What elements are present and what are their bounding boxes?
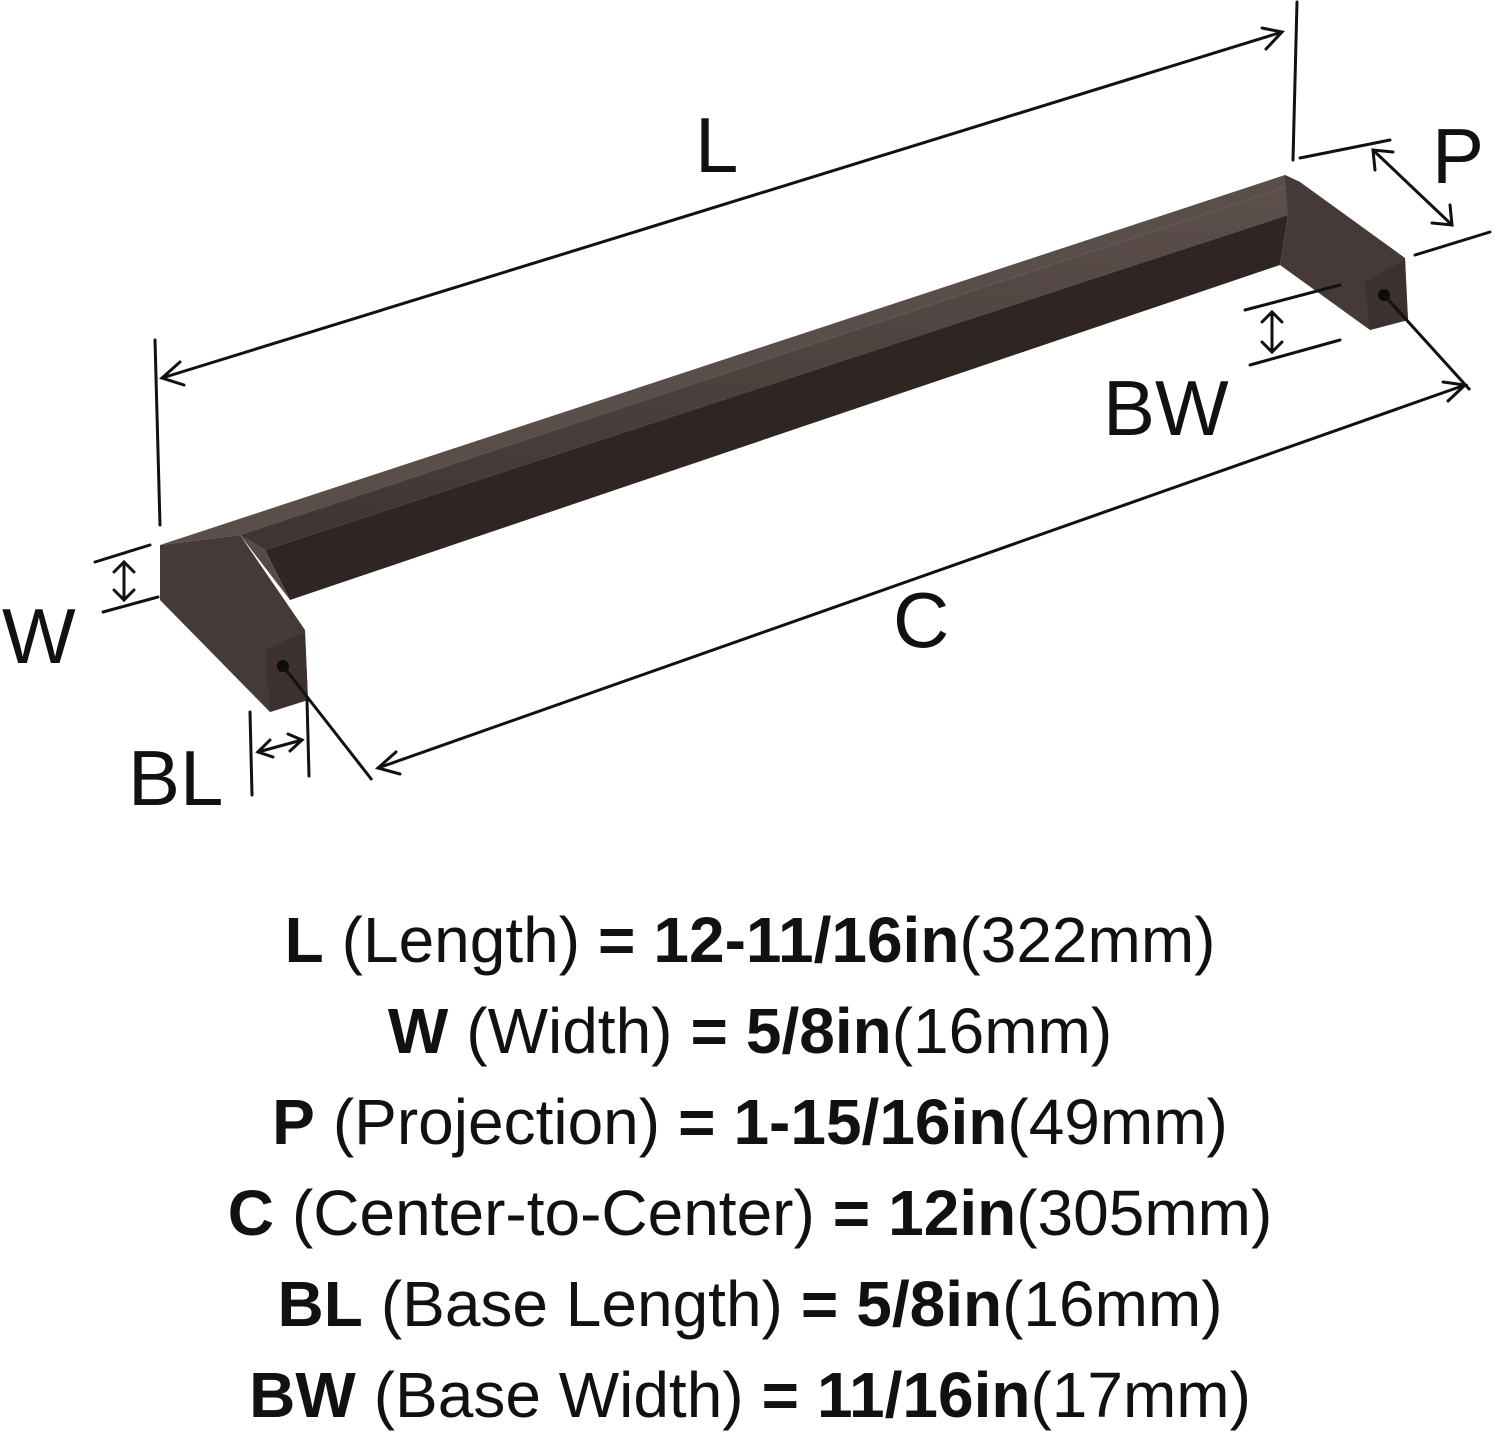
spec-name: (Projection) — [332, 1086, 661, 1158]
handle-top-face — [160, 175, 1300, 545]
bl-extension-left — [248, 710, 254, 797]
bl-arrow-left — [255, 738, 275, 759]
pull-handle-dimension-diagram: L P BW W C BL — [2, 0, 1492, 822]
spec-row-projection: P(Projection)=1-15/16in(49mm) — [0, 1077, 1500, 1168]
w-extension-top — [93, 543, 152, 564]
spec-imperial: 12in — [888, 1177, 1017, 1249]
spec-code: W — [387, 995, 449, 1067]
spec-name: (Length) — [341, 904, 581, 976]
dimension-spec-list: L(Length)=12-11/16in(322mm) W(Width)=5/8… — [0, 895, 1500, 1441]
p-extension-top — [1298, 138, 1392, 160]
pull-handle — [160, 175, 1472, 781]
bl-extension-right — [305, 698, 311, 778]
l-arrow-left — [159, 360, 186, 387]
label-bl: BL — [128, 734, 223, 822]
spec-name: (Center-to-Center) — [291, 1177, 815, 1249]
spec-equals: = — [690, 995, 728, 1067]
bl-dimension-line — [256, 738, 304, 754]
p-arrow-top — [1371, 148, 1395, 172]
dimension-lines — [93, 0, 1492, 797]
spec-metric: (49mm) — [1007, 1086, 1228, 1158]
p-extension-bottom — [1413, 230, 1492, 257]
c-arrow-left — [374, 750, 402, 776]
spec-equals: = — [598, 904, 636, 976]
spec-metric: (17mm) — [1030, 1359, 1251, 1431]
p-arrow-bottom — [1430, 203, 1454, 227]
spec-metric: (16mm) — [1002, 1268, 1223, 1340]
bw-extension-bottom — [1248, 338, 1342, 367]
spec-code: L — [284, 904, 324, 976]
bw-arrow-top — [1260, 309, 1284, 324]
spec-metric: (305mm) — [1016, 1177, 1273, 1249]
spec-row-base-width: BW(Base Width)=11/16in(17mm) — [0, 1350, 1500, 1441]
spec-imperial: 12-11/16in — [653, 904, 960, 976]
left-screw-axis — [281, 665, 374, 781]
w-arrow-top — [112, 559, 136, 574]
spec-imperial: 1-15/16in — [733, 1086, 1008, 1158]
spec-metric: (16mm) — [891, 995, 1113, 1067]
label-l: L — [695, 101, 738, 189]
spec-imperial: 11/16in — [816, 1359, 1031, 1431]
l-extension-right — [1291, 0, 1299, 162]
c-dimension-line — [376, 383, 1467, 770]
w-arrow-bottom — [112, 588, 136, 603]
handle-inner-face — [265, 215, 1288, 600]
p-dimension-line — [1371, 148, 1454, 227]
spec-code: P — [272, 1086, 315, 1158]
spec-row-center-to-center: C(Center-to-Center)=12in(305mm) — [0, 1168, 1500, 1259]
spec-code: C — [227, 1177, 274, 1249]
right-screw-axis — [1382, 293, 1472, 392]
label-c: C — [893, 576, 949, 664]
bw-extension-top — [1243, 283, 1342, 312]
l-dimension-line — [160, 30, 1284, 380]
w-extension-bottom — [101, 595, 160, 614]
spec-metric: (322mm) — [959, 904, 1216, 976]
c-arrow-right — [1441, 380, 1469, 403]
spec-code: BW — [249, 1359, 356, 1431]
label-w: W — [2, 592, 76, 680]
l-extension-left — [153, 338, 162, 527]
spec-name: (Base Width) — [373, 1359, 744, 1431]
spec-code: BL — [277, 1268, 363, 1340]
spec-row-width: W(Width)=5/8in(16mm) — [0, 986, 1500, 1077]
spec-equals: = — [800, 1268, 839, 1340]
bw-arrow-bottom — [1260, 340, 1284, 355]
spec-equals: = — [832, 1177, 871, 1249]
label-p: P — [1432, 112, 1484, 200]
spec-name: (Base Length) — [380, 1268, 783, 1340]
l-arrow-right — [1260, 26, 1285, 51]
spec-row-length: L(Length)=12-11/16in(322mm) — [0, 895, 1500, 986]
spec-imperial: 5/8in — [745, 995, 892, 1067]
spec-name: (Width) — [466, 995, 673, 1067]
handle-front-face — [240, 182, 1300, 550]
spec-imperial: 5/8in — [856, 1268, 1003, 1340]
label-bw: BW — [1103, 364, 1229, 452]
spec-equals: = — [761, 1359, 799, 1431]
spec-row-base-length: BL(Base Length)=5/8in(16mm) — [0, 1259, 1500, 1350]
spec-equals: = — [678, 1086, 716, 1158]
bl-arrow-right — [286, 732, 305, 753]
